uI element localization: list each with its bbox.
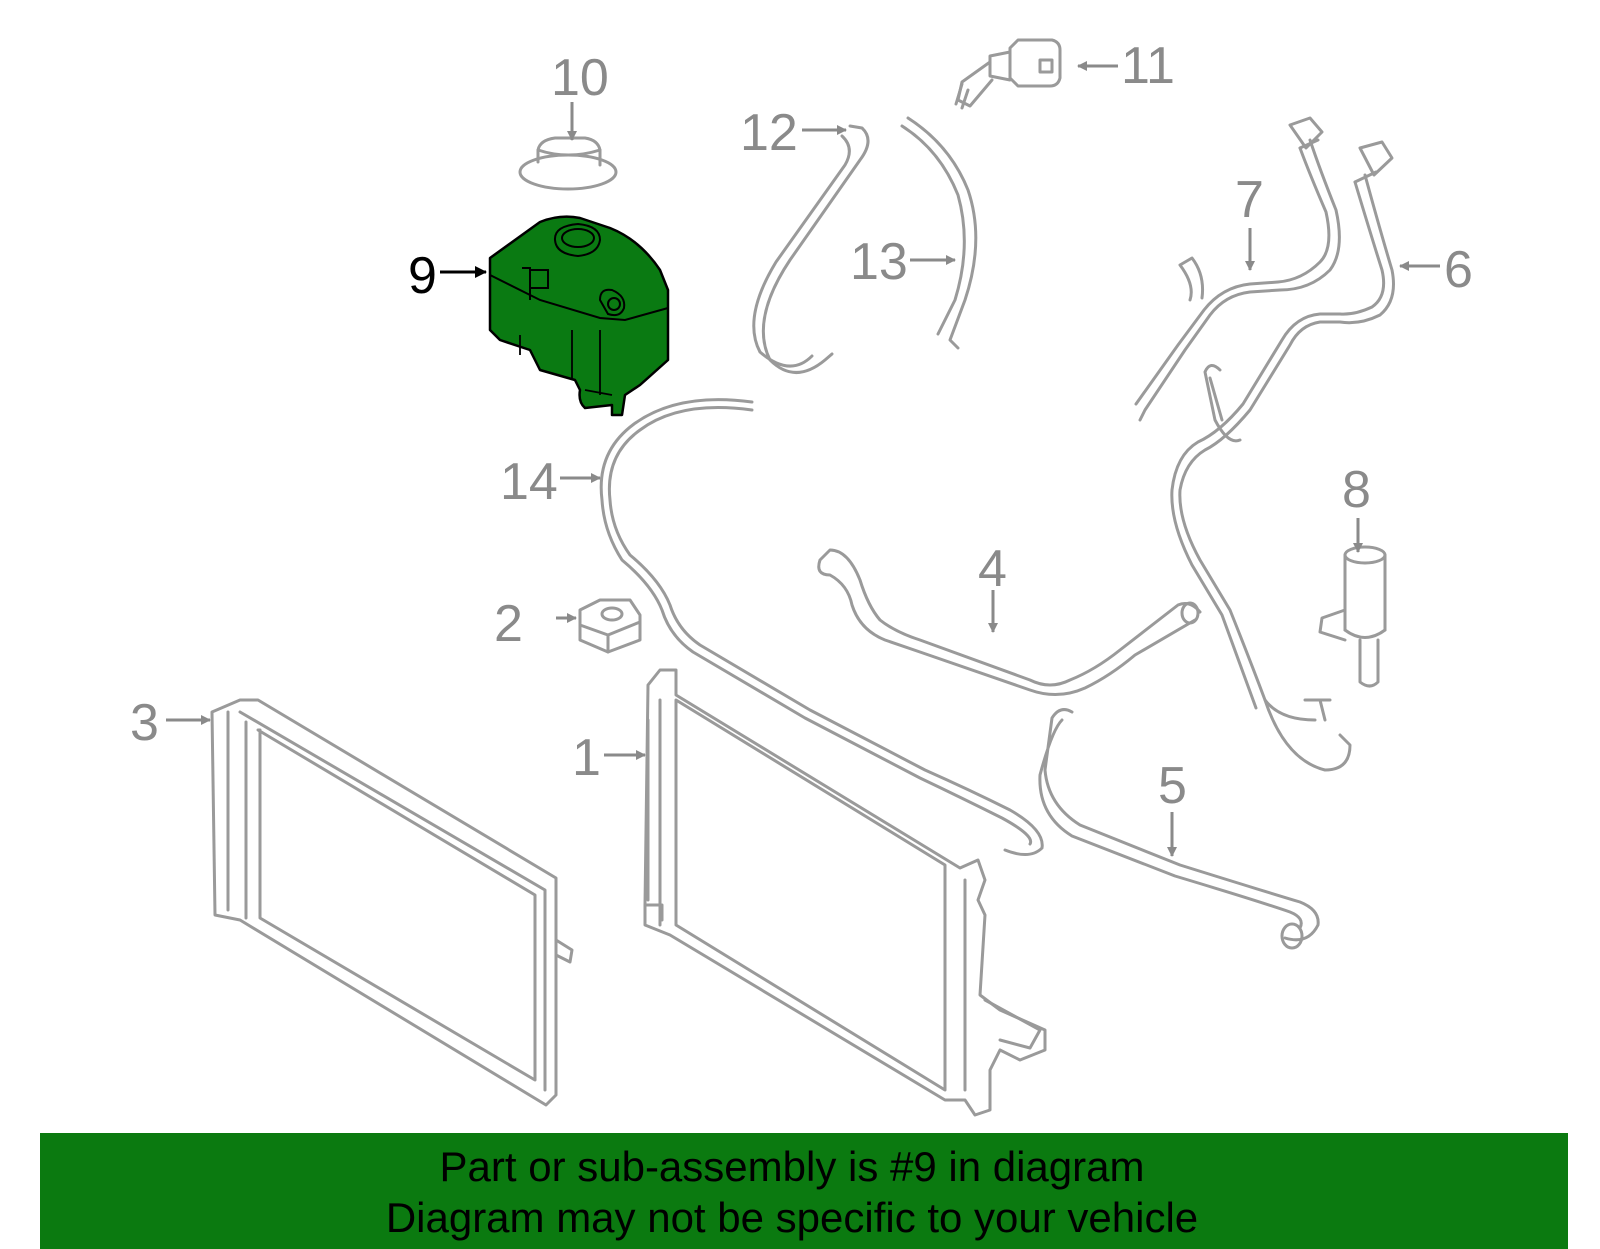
parts-diagram	[166, 38, 1440, 1117]
callout-7: 7	[1235, 171, 1264, 229]
part-1-radiator	[643, 668, 1047, 1117]
part-10-cap	[518, 136, 618, 191]
part-13-hose	[900, 116, 978, 350]
callout-14: 14	[500, 453, 558, 511]
part-11-sensor	[954, 38, 1062, 110]
banner-line-part: Part or sub-assembly is #9 in diagram	[439, 1143, 1145, 1190]
part-4-hose	[817, 548, 1202, 696]
callout-11: 11	[1121, 37, 1175, 95]
part-14-hose	[599, 398, 1044, 856]
part-12-hose	[761, 124, 870, 374]
callout-4: 4	[978, 540, 1007, 598]
callout-1: 1	[572, 729, 601, 787]
callout-5: 5	[1158, 757, 1187, 815]
callout-8: 8	[1342, 461, 1371, 519]
callout-10: 10	[551, 49, 609, 107]
callout-9: 9	[408, 247, 437, 305]
callout-3: 3	[130, 694, 159, 752]
callout-6: 6	[1444, 241, 1473, 299]
callout-12: 12	[740, 104, 798, 162]
callout-13: 13	[850, 233, 908, 291]
part-9-coolant-reservoir	[488, 215, 670, 417]
part-7-hose	[1134, 138, 1341, 422]
info-banner: Part or sub-assembly is #9 in diagram Di…	[40, 1133, 1568, 1249]
part-2-bracket	[578, 598, 642, 654]
part-5-hose	[1038, 708, 1320, 942]
part-3-condenser	[210, 698, 574, 1107]
callout-2: 2	[494, 595, 523, 653]
part-8-pump	[1318, 545, 1387, 688]
banner-line-disclaimer: Diagram may not be specific to your vehi…	[385, 1194, 1199, 1241]
